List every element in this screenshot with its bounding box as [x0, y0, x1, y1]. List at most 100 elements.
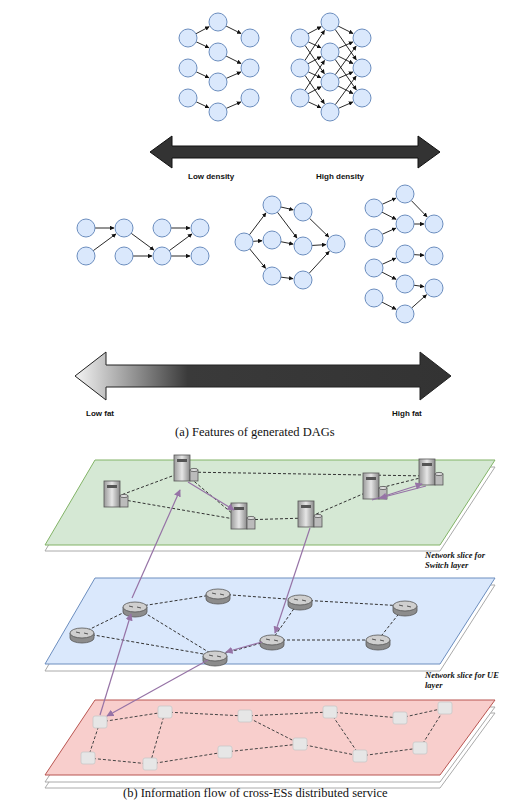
dag-vertex [263, 196, 281, 214]
ue-device [158, 706, 172, 718]
dag-vertex [263, 267, 281, 285]
router-top [203, 651, 227, 661]
axis-label: High fat [392, 409, 422, 418]
dag-vertex [321, 103, 339, 121]
dag-vertex [77, 219, 95, 237]
server-tower [419, 459, 435, 485]
dag-edge [338, 86, 353, 94]
dag-vertex [321, 73, 339, 91]
dag-vertex [396, 245, 414, 263]
dag-vertex [365, 229, 383, 247]
dag-edge [308, 42, 321, 48]
axis-label: Low density [188, 172, 234, 181]
dag-edge [414, 254, 424, 256]
server-bay [234, 507, 244, 510]
router-mark [212, 593, 224, 595]
dag-vertex [115, 219, 133, 237]
dag-edge [382, 212, 396, 219]
dag-vertex [179, 89, 197, 107]
dag-vertex [365, 289, 383, 307]
dag-vertex [209, 103, 227, 121]
router-top [366, 635, 390, 645]
dag-edge [196, 102, 209, 108]
dag-edge [131, 233, 154, 250]
dag-vertex [425, 247, 443, 265]
layer-label: Network slice for Switch layer [425, 551, 505, 571]
server-tower [298, 501, 314, 527]
dag-vertex [241, 59, 259, 77]
server-tower [104, 481, 120, 507]
dag-vertex [209, 13, 227, 31]
flow-arrow [132, 490, 180, 598]
dag-edge [226, 102, 241, 108]
dag-vertex [353, 59, 371, 77]
dag-edge [382, 198, 396, 204]
dag-edge [253, 240, 262, 242]
dag-vertex [209, 73, 227, 91]
layer-label: Network slice for UE layer [425, 671, 505, 691]
dag-edge [411, 200, 427, 216]
ue-device [293, 738, 307, 750]
ue-device [393, 712, 407, 724]
flow-arrow [380, 486, 426, 498]
link-line [330, 712, 400, 718]
dag-edge [312, 244, 326, 246]
dag-edge [226, 56, 241, 64]
server-disk-top [379, 486, 387, 489]
link-line [183, 472, 428, 476]
device-plane [45, 700, 495, 775]
dag-edge [414, 224, 424, 225]
server-disk-top [190, 468, 198, 471]
dag-edge [250, 249, 266, 268]
dag-edge [171, 228, 190, 229]
dag-edge [382, 302, 396, 309]
dag-edge [281, 242, 293, 244]
ue-device [218, 746, 232, 758]
server-bay [422, 463, 432, 466]
router-mark [294, 599, 306, 601]
dag-vertex [291, 29, 309, 47]
dag-edge [308, 102, 321, 108]
dag-edge [414, 285, 424, 286]
link-line [300, 600, 405, 606]
dag-vertex [353, 29, 371, 47]
dag-edge [338, 56, 353, 64]
link-line [135, 594, 218, 607]
dag-vertex [263, 231, 281, 249]
fat-arrow [75, 352, 451, 400]
dag-vertex [77, 247, 95, 265]
dag-edge [249, 213, 266, 235]
dag-edge [281, 207, 293, 210]
link-line [82, 633, 215, 656]
router-mark [372, 639, 384, 641]
dag-edge [338, 102, 353, 108]
dag-edge [338, 72, 353, 78]
router-top [123, 602, 147, 612]
link-line [225, 744, 300, 752]
ue-device [413, 742, 427, 754]
dag-edge [309, 251, 329, 273]
dag-vertex [209, 43, 227, 61]
router-top [70, 628, 94, 638]
ue-device [438, 702, 452, 714]
dag-edge [196, 42, 209, 48]
dag-edge [133, 256, 152, 257]
dag-vertex [191, 219, 209, 237]
flow-arrow [226, 642, 262, 652]
router-top [206, 589, 230, 599]
flow-arrow [372, 484, 422, 500]
router-mark [266, 639, 278, 641]
dag-edge [412, 295, 427, 308]
dag-vertex [153, 219, 171, 237]
dag-edge [171, 256, 190, 257]
server-disk-top [247, 516, 255, 519]
dag-edge [169, 234, 192, 251]
dag-vertex [425, 215, 443, 233]
dag-edge [382, 228, 396, 234]
router-mark [399, 605, 411, 607]
link-line [300, 744, 360, 756]
dag-edge [338, 26, 353, 34]
dag-edge [308, 57, 321, 64]
ue-device [93, 716, 107, 728]
dag-vertex [353, 89, 371, 107]
